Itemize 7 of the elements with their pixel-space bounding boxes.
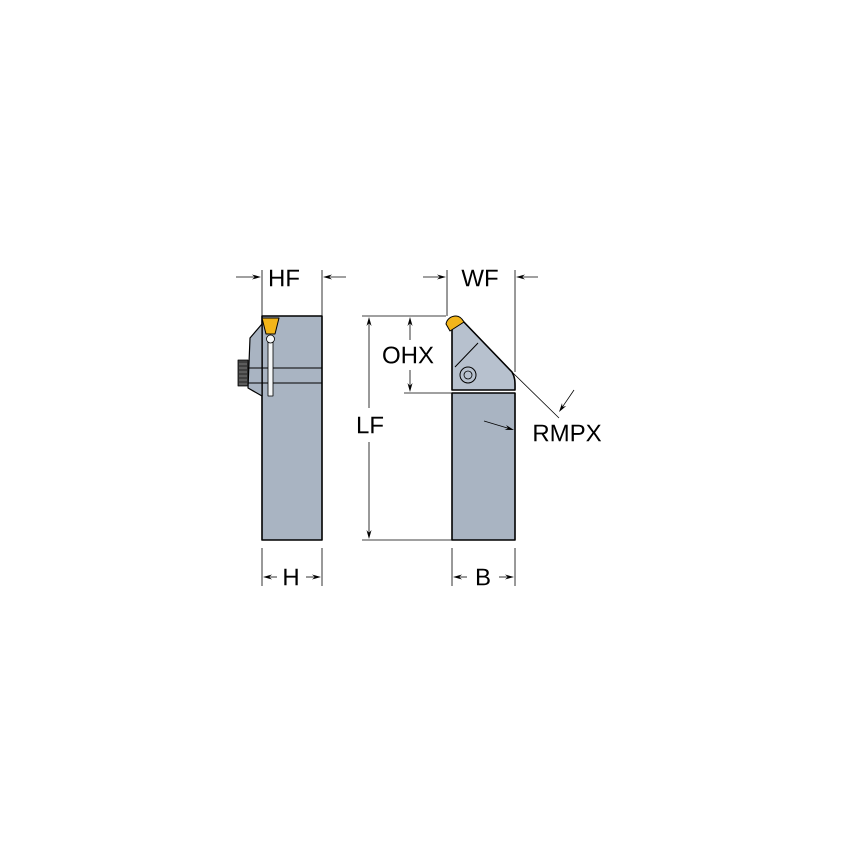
dimension-label: B	[476, 568, 490, 586]
dimension-label: WF	[461, 270, 498, 286]
dimension-label: OHX	[383, 346, 434, 364]
dimension-label: RMPX	[534, 424, 602, 442]
dimension-label: LF	[358, 416, 384, 434]
dimension-label: H	[284, 568, 298, 586]
dimension-label: HF	[270, 270, 300, 286]
